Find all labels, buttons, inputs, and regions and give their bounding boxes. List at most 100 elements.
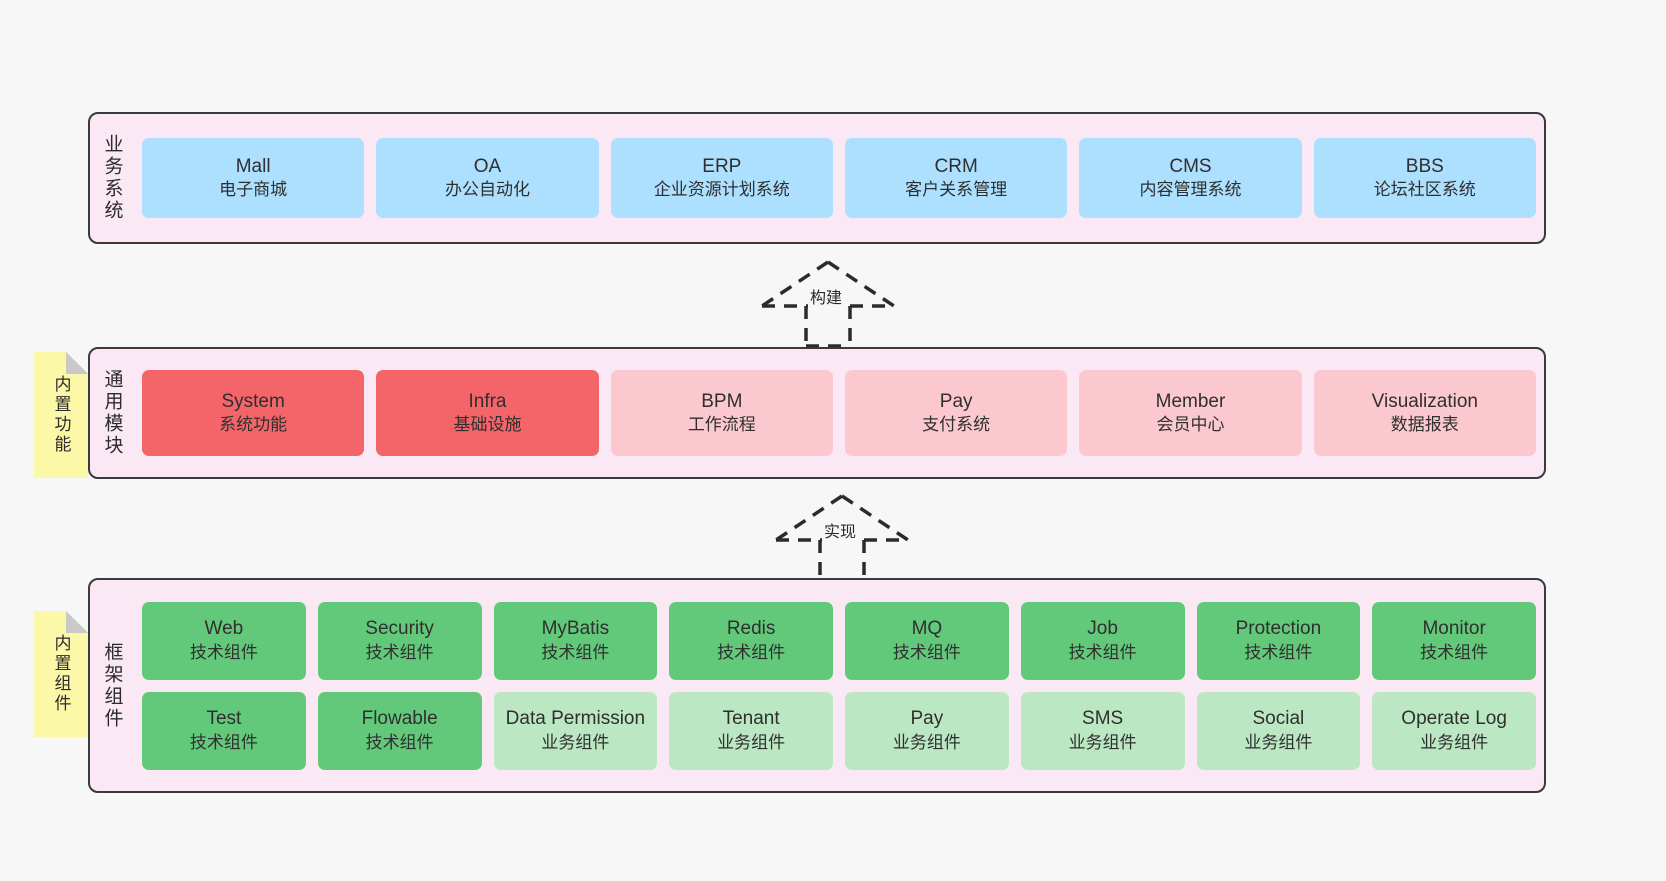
card-protection[interactable]: Protection 技术组件 [1196,601,1361,680]
card-subtitle: 系统功能 [219,415,288,435]
card-title: Flowable [361,708,438,730]
card-subtitle: 业务组件 [1420,732,1489,752]
card-social[interactable]: Social 业务组件 [1196,691,1361,770]
card-subtitle: 技术组件 [1068,642,1137,662]
card-title: Security [365,618,434,640]
card-crm[interactable]: CRM 客户关系管理 [844,138,1068,218]
note-label: 内置功能 [51,375,71,455]
layer-business-systems: 业务系统 Mall 电子商城 OA 办公自动化 ERP 企业资源计划系统 CRM… [88,112,1546,244]
card-subtitle: 业务组件 [541,732,610,752]
card-title: Web [204,618,244,640]
layer-title-common-modules: 通用模块 [101,369,123,457]
card-title: ERP [702,155,742,177]
card-pay-business[interactable]: Pay 业务组件 [845,691,1009,770]
card-title: Job [1087,618,1118,640]
card-system[interactable]: System 系统功能 [142,370,365,456]
card-redis[interactable]: Redis 技术组件 [669,601,833,680]
card-title: MyBatis [541,618,610,640]
card-title: Protection [1235,618,1322,640]
card-subtitle: 技术组件 [717,642,786,662]
card-infra[interactable]: Infra 基础设施 [376,370,599,456]
card-visualization[interactable]: Visualization 数据报表 [1313,370,1536,456]
card-title: System [221,390,285,412]
card-subtitle: 办公自动化 [444,180,530,200]
card-subtitle: 技术组件 [365,732,434,752]
layer-common-modules: 通用模块 System 系统功能 Infra 基础设施 BPM 工作流程 Pay… [88,347,1546,479]
card-web[interactable]: Web 技术组件 [142,601,306,680]
card-title: BPM [701,390,743,412]
layer-rows-business-systems: Mall 电子商城 OA 办公自动化 ERP 企业资源计划系统 CRM 客户关系… [134,114,1544,242]
card-subtitle: 电子商城 [219,180,288,200]
card-subtitle: 业务组件 [1068,732,1137,752]
card-subtitle: 技术组件 [189,642,258,662]
card-title: Operate Log [1401,708,1507,730]
card-title: SMS [1082,708,1124,730]
card-title: Pay [939,390,973,412]
card-title: Redis [726,618,776,640]
card-monitor[interactable]: Monitor 技术组件 [1372,601,1536,680]
card-test[interactable]: Test 技术组件 [142,691,306,770]
card-title: Monitor [1422,618,1486,640]
card-title: BBS [1405,155,1444,177]
card-title: Test [206,708,242,730]
card-title: OA [473,155,502,177]
note-builtin-components: 内置组件 [34,611,88,737]
card-subtitle: 内容管理系统 [1139,180,1242,200]
card-title: Social [1252,708,1305,730]
card-title: CMS [1169,155,1212,177]
layer-framework-components: 框架组件 Web 技术组件 Security 技术组件 MyBatis 技术组件… [88,578,1546,793]
card-title: Data Permission [505,708,646,730]
card-subtitle: 业务组件 [717,732,786,752]
card-sms[interactable]: SMS 业务组件 [1020,691,1185,770]
card-subtitle: 数据报表 [1390,415,1459,435]
card-title: MQ [911,618,943,640]
card-row: Web 技术组件 Security 技术组件 MyBatis 技术组件 Redi… [142,601,1536,680]
card-row: System 系统功能 Infra 基础设施 BPM 工作流程 Pay 支付系统… [142,370,1536,456]
card-subtitle: 技术组件 [365,642,434,662]
layer-title-framework-components: 框架组件 [101,641,123,730]
note-label: 内置组件 [51,634,71,714]
build-arrow-label: 构建 [808,284,845,308]
card-title: Tenant [722,708,780,730]
implement-arrow-label: 实现 [822,518,859,542]
card-cms[interactable]: CMS 内容管理系统 [1079,138,1302,218]
card-subtitle: 支付系统 [922,415,991,435]
card-bbs[interactable]: BBS 论坛社区系统 [1313,138,1536,218]
card-title: Mall [235,155,271,177]
card-mall[interactable]: Mall 电子商城 [142,138,365,218]
card-bpm[interactable]: BPM 工作流程 [610,370,833,456]
card-flowable[interactable]: Flowable 技术组件 [317,691,482,770]
card-mq[interactable]: MQ 技术组件 [845,601,1009,680]
card-subtitle: 技术组件 [1420,642,1489,662]
card-row: Mall 电子商城 OA 办公自动化 ERP 企业资源计划系统 CRM 客户关系… [142,138,1536,218]
card-tenant[interactable]: Tenant 业务组件 [669,691,833,770]
card-job[interactable]: Job 技术组件 [1020,601,1185,680]
card-title: Infra [468,390,507,412]
card-subtitle: 技术组件 [189,732,258,752]
implement-arrow: 实现 [772,492,912,582]
card-subtitle: 论坛社区系统 [1373,180,1476,200]
card-title: Member [1155,390,1226,412]
card-subtitle: 技术组件 [892,642,961,662]
card-subtitle: 企业资源计划系统 [653,180,790,200]
card-subtitle: 会员中心 [1156,415,1225,435]
card-subtitle: 客户关系管理 [905,180,1008,200]
card-member[interactable]: Member 会员中心 [1079,370,1302,456]
layer-rows-framework-components: Web 技术组件 Security 技术组件 MyBatis 技术组件 Redi… [134,580,1544,791]
card-oa[interactable]: OA 办公自动化 [376,138,599,218]
card-pay[interactable]: Pay 支付系统 [844,370,1068,456]
card-title: Pay [910,708,944,730]
card-subtitle: 技术组件 [1244,642,1313,662]
card-mybatis[interactable]: MyBatis 技术组件 [493,601,658,680]
card-operate-log[interactable]: Operate Log 业务组件 [1372,691,1536,770]
build-arrow: 构建 [758,258,898,348]
card-row: Test 技术组件 Flowable 技术组件 Data Permission … [142,691,1536,770]
layer-title-business-systems: 业务系统 [101,134,123,222]
card-security[interactable]: Security 技术组件 [317,601,482,680]
layer-rows-common-modules: System 系统功能 Infra 基础设施 BPM 工作流程 Pay 支付系统… [134,349,1544,477]
card-title: CRM [934,155,978,177]
card-subtitle: 基础设施 [453,415,522,435]
card-erp[interactable]: ERP 企业资源计划系统 [610,138,833,218]
card-data-permission[interactable]: Data Permission 业务组件 [493,691,658,770]
